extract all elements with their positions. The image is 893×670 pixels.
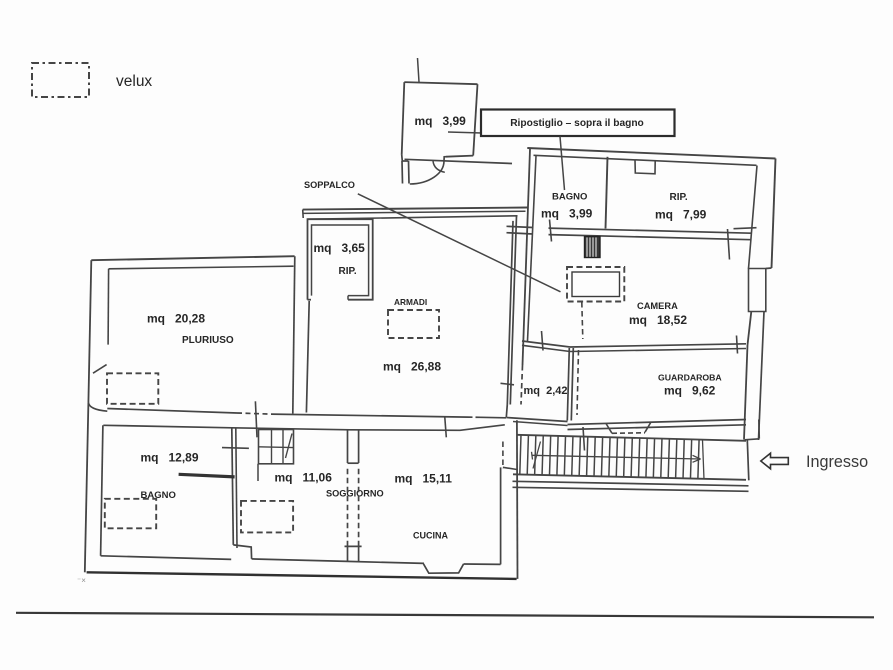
svg-text:Ingresso: Ingresso — [806, 453, 868, 471]
svg-text:RIP.: RIP. — [339, 266, 357, 277]
svg-text:BAGNO: BAGNO — [141, 490, 176, 501]
svg-text:mq 9,62: mq 9,62 — [664, 384, 716, 398]
svg-text:mq 3,99: mq 3,99 — [541, 207, 593, 221]
svg-text:mq 15,11: mq 15,11 — [395, 472, 453, 486]
svg-text:ARMADI: ARMADI — [394, 297, 427, 307]
svg-text:mq 3,65: mq 3,65 — [314, 241, 366, 255]
svg-text:mq 12,89: mq 12,89 — [141, 451, 199, 465]
svg-text:CUCINA: CUCINA — [413, 531, 448, 541]
svg-text:mq 20,28: mq 20,28 — [147, 312, 205, 326]
svg-text:mq 3,99: mq 3,99 — [415, 114, 467, 128]
svg-text:CAMERA: CAMERA — [637, 301, 678, 311]
svg-text:mq 18,52: mq 18,52 — [629, 313, 687, 327]
svg-text:GUARDAROBA: GUARDAROBA — [658, 373, 722, 383]
svg-text:PLURIUSO: PLURIUSO — [182, 335, 234, 346]
svg-text:SOPPALCO: SOPPALCO — [304, 180, 355, 190]
svg-text:BAGNO: BAGNO — [552, 192, 587, 203]
svg-text:SOGGIORNO: SOGGIORNO — [326, 489, 384, 499]
svg-text:mq 11,06: mq 11,06 — [275, 471, 333, 485]
svg-text:mq 7,99: mq 7,99 — [655, 208, 707, 222]
svg-text:RIP.: RIP. — [670, 192, 688, 203]
svg-text:Ripostiglio – sopra il bagno: Ripostiglio – sopra il bagno — [510, 118, 644, 129]
svg-text:velux: velux — [116, 73, 152, 90]
svg-text:mq 26,88: mq 26,88 — [383, 360, 441, 374]
svg-text:mq 2,42: mq 2,42 — [524, 385, 568, 397]
svg-text:⁻×: ⁻× — [77, 576, 86, 585]
